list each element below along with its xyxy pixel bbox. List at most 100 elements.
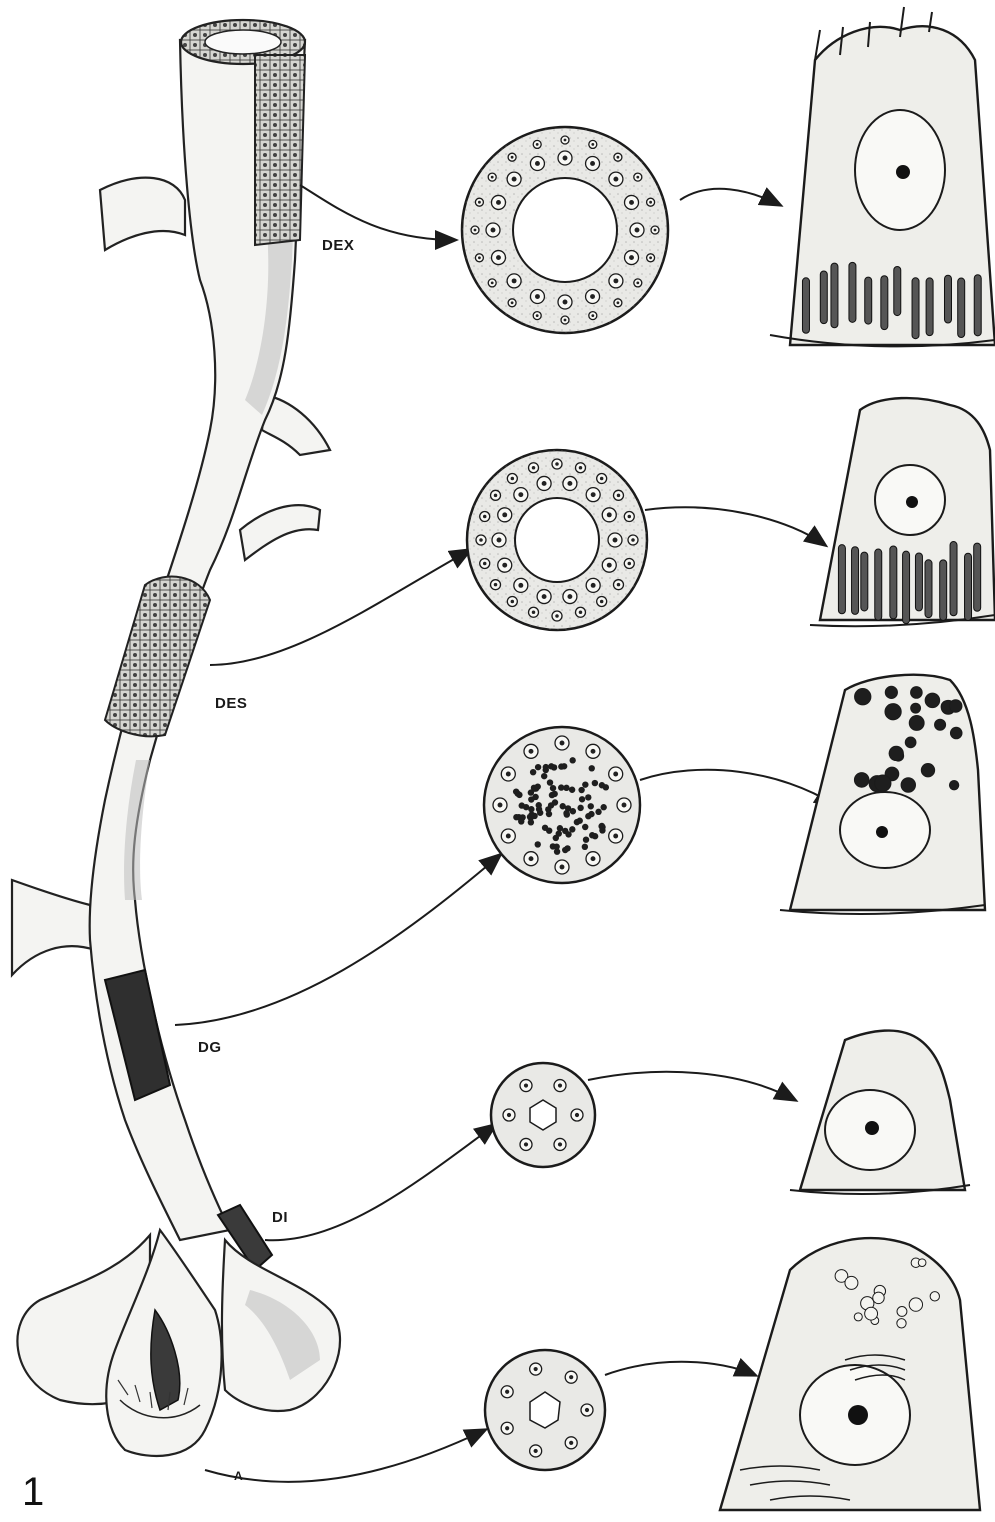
mitochondrion xyxy=(852,547,859,615)
secretory-granule xyxy=(519,814,525,820)
secretory-granule xyxy=(897,1307,907,1317)
secretory-granule xyxy=(582,844,588,850)
secretory-granule xyxy=(845,1276,858,1289)
mitochondrion xyxy=(875,549,882,620)
upper-left-branch xyxy=(100,178,185,250)
secretory-granule xyxy=(588,803,594,809)
secretory-granule xyxy=(528,796,534,802)
secretory-granule xyxy=(513,788,519,794)
lower-left-branch xyxy=(12,880,95,975)
secretory-granule xyxy=(885,686,897,698)
secretory-granule xyxy=(560,803,566,809)
secretory-granule xyxy=(582,781,588,787)
secretory-granule xyxy=(921,764,934,777)
arrow-di-to-section xyxy=(265,1125,495,1240)
secretory-granule xyxy=(911,687,923,699)
cell-dg xyxy=(780,675,985,914)
secretory-granule xyxy=(554,848,560,854)
secretory-granule xyxy=(935,719,946,730)
mitochondrion xyxy=(912,278,919,339)
label-dex: DEX xyxy=(322,237,354,254)
secretory-granule xyxy=(569,787,575,793)
dex-cutaway xyxy=(255,55,305,245)
secretory-granule xyxy=(535,764,541,770)
mitochondrion xyxy=(865,277,872,324)
mitochondrion xyxy=(802,278,809,333)
secretory-granule xyxy=(950,727,962,739)
secretory-granule xyxy=(875,775,891,791)
secretory-granule xyxy=(536,806,542,812)
secretory-granule xyxy=(592,780,598,786)
secretory-granule xyxy=(562,828,568,834)
secretory-granule xyxy=(547,779,553,785)
secretory-granule xyxy=(909,716,924,731)
secretory-granule xyxy=(546,811,552,817)
secretory-granule xyxy=(585,813,591,819)
cell-acinar xyxy=(720,1238,980,1510)
secretory-granule xyxy=(549,792,555,798)
secretory-granule xyxy=(885,704,901,720)
secretory-granule xyxy=(592,833,598,839)
secretory-granule xyxy=(546,827,552,833)
secretory-granule xyxy=(531,813,537,819)
mitochondrion xyxy=(838,545,845,614)
label-di: DI xyxy=(272,1209,288,1226)
secretory-granule xyxy=(563,785,569,791)
mitochondrion xyxy=(849,262,856,322)
secretory-granule xyxy=(556,830,562,836)
secretory-granule xyxy=(548,802,554,808)
label-a: A xyxy=(234,1469,243,1483)
acini-cluster xyxy=(17,1230,340,1456)
mitochondrion xyxy=(903,551,910,623)
secretory-granule xyxy=(918,1259,926,1267)
duct-tree xyxy=(12,20,340,1456)
mitochondrion xyxy=(926,278,933,336)
secretory-granule xyxy=(543,764,549,770)
mitochondrion xyxy=(890,546,897,619)
secretory-granule xyxy=(599,823,605,829)
secretory-granule xyxy=(585,794,591,800)
secretory-granule xyxy=(558,763,564,769)
secretory-granule xyxy=(528,806,534,812)
mitochondrion xyxy=(974,275,981,336)
secretory-granule xyxy=(909,1298,922,1311)
secretory-granule xyxy=(599,782,605,788)
label-des: DES xyxy=(215,695,247,712)
arrow-des-section-to-cell xyxy=(645,507,825,545)
secretory-granule xyxy=(569,826,575,832)
mitochondrion xyxy=(831,263,838,328)
arrow-dex-section-to-cell xyxy=(680,189,780,205)
arrow-a-to-section xyxy=(205,1430,485,1482)
secretory-granule xyxy=(551,764,557,770)
secretory-granule xyxy=(865,1307,878,1320)
cross-section-acinus xyxy=(485,1350,605,1470)
cross-section-di xyxy=(491,1063,595,1167)
arrow-des-to-section xyxy=(210,550,470,665)
secretory-granule xyxy=(901,778,915,792)
mitochondrion xyxy=(940,560,947,621)
mitochondrion xyxy=(965,553,972,620)
secretory-granule xyxy=(854,773,869,788)
cell-di xyxy=(790,1031,970,1194)
mitochondrion xyxy=(974,543,981,611)
mitochondrion xyxy=(861,552,868,611)
secretory-granule xyxy=(855,689,871,705)
secretory-granule xyxy=(577,805,583,811)
cross-section-dex xyxy=(462,127,668,333)
secretory-granule xyxy=(535,841,541,847)
secretory-granule xyxy=(519,802,525,808)
mitochondrion xyxy=(915,553,922,611)
secretory-granule xyxy=(595,809,601,815)
secretory-granule xyxy=(949,780,958,789)
cell-dex xyxy=(770,7,995,346)
secretory-granule xyxy=(897,1319,906,1328)
figure-number: 1 xyxy=(22,1470,44,1514)
cross-section-dg xyxy=(484,727,640,883)
secretory-granule xyxy=(854,1313,862,1321)
secretory-granule xyxy=(579,796,585,802)
label-dg: DG xyxy=(198,1039,222,1056)
secretory-granule xyxy=(541,773,547,779)
secretory-granule xyxy=(531,785,537,791)
secretory-granule xyxy=(513,814,519,820)
secretory-granule xyxy=(873,1292,884,1303)
